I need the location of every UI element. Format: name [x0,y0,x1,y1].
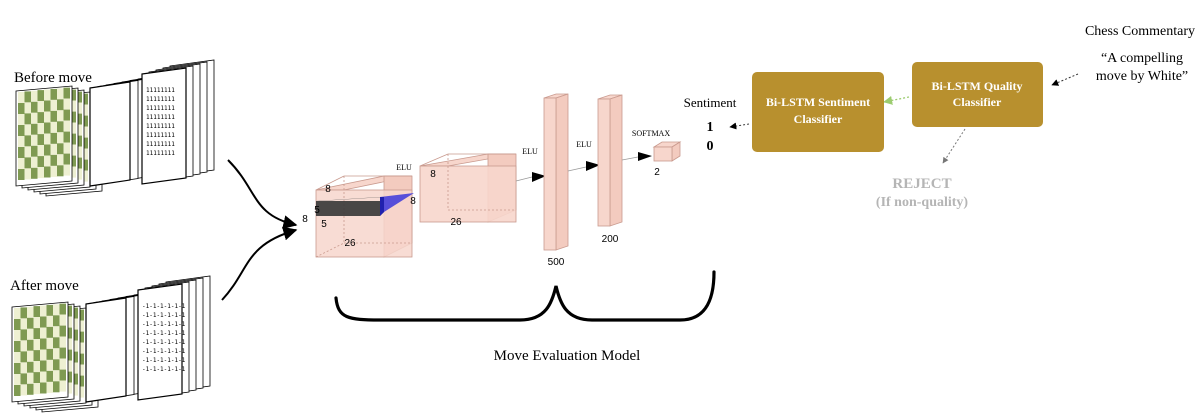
svg-text:11111111: 11111111 [146,114,175,121]
activation-1: ELU [396,163,412,172]
activation-4: SOFTMAX [632,129,670,138]
svg-text:11111111: 11111111 [146,87,175,94]
dense-500-label: 500 [548,257,565,268]
kernel-width-label: 5 [321,219,327,230]
svg-text:11111111: 11111111 [146,141,175,148]
dense500-to-dense200-arrowhead [586,161,600,171]
before-plane-0 [89,81,131,187]
svg-text:11111111: 11111111 [146,150,175,157]
before-move-input-stack: 0000000000000000000100000000000000100000… [15,59,215,197]
after-merge-arrow [221,226,298,301]
quality-to-sentiment-arrow [883,95,910,105]
reject-label: REJECT [892,176,951,192]
before-move-label: Before move [14,70,92,86]
svg-text:-1-1-1-1-1-1: -1-1-1-1-1-1 [142,330,186,337]
source-quote-line1: “A compelling [1101,51,1183,66]
before-board-0 [15,85,73,187]
sentiment-positive: 1 [707,120,714,135]
sentiment-negative: 0 [707,139,714,154]
output-units-label: 2 [654,167,660,178]
model-caption: Move Evaluation Model [494,348,641,364]
before-merge-arrow [227,159,298,230]
source-quote-line2: move by White” [1096,69,1188,84]
sentiment-output-arrow [729,122,750,130]
svg-text:11111111: 11111111 [146,105,175,112]
conv2-height-label: 8 [430,169,436,180]
reject-arrow [942,128,966,164]
source-title: Chess Commentary [1085,24,1195,39]
kernel-depth-label: 8 [410,196,416,207]
quality-classifier-line1: Bi-LSTM Quality [931,79,1022,93]
svg-text:11111111: 11111111 [146,123,175,130]
svg-text:11111111: 11111111 [146,96,175,103]
svg-text:-1-1-1-1-1-1: -1-1-1-1-1-1 [142,303,186,310]
dense200-to-output-line [621,156,639,161]
reject-condition: (If non-quality) [876,195,969,210]
activation-2: ELU [522,147,538,156]
after-move-input-stack: 0000000000000000000100000000000000000000… [11,275,211,413]
activation-3: ELU [576,140,592,149]
after-state-plane-0: -1-1-1-1-1-1 -1-1-1-1-1-1 -1-1-1-1-1-1 -1-1… [137,283,186,401]
input-depth-label: 8 [302,214,308,225]
output-layer [652,141,682,162]
model-brace [334,270,716,322]
svg-text:-1-1-1-1-1-1: -1-1-1-1-1-1 [142,321,186,328]
dense-500-layer [543,93,569,251]
svg-text:-1-1-1-1-1-1: -1-1-1-1-1-1 [142,348,186,355]
kernel-height-label: 5 [314,205,320,216]
svg-text:-1-1-1-1-1-1: -1-1-1-1-1-1 [142,312,186,319]
svg-text:-1-1-1-1-1-1: -1-1-1-1-1-1 [142,366,186,373]
dense-200-label: 200 [602,234,619,245]
svg-text:-1-1-1-1-1-1: -1-1-1-1-1-1 [142,357,186,364]
dense-200-layer [597,94,623,227]
conv-kernel [316,193,414,216]
svg-text:11111111: 11111111 [146,132,175,139]
sentiment-classifier-box: Bi-LSTM Sentiment Classifier [752,72,884,152]
after-move-label: After move [10,278,79,294]
sentiment-label: Sentiment [684,95,737,110]
conv2-to-dense-line [515,176,533,182]
svg-text:-1-1-1-1-1-1: -1-1-1-1-1-1 [142,339,186,346]
quality-classifier-line2: Classifier [953,95,1002,109]
conv2-width-label: 26 [450,217,462,228]
input-width-label: 26 [344,238,356,249]
after-board-0 [11,301,69,403]
sentiment-classifier-line2: Classifier [794,112,843,126]
dense200-to-output-arrowhead [638,152,652,161]
dense500-to-dense200-line [567,166,587,172]
commentary-arrow [1051,73,1079,86]
before-state-plane-0: 11111111 11111111 11111111 11111111 11111111… [141,67,187,185]
quality-classifier-box: Bi-LSTM Quality Classifier [912,62,1043,127]
kernel-projection [380,193,414,216]
conv2-volume-block [419,153,517,223]
sentiment-classifier-line1: Bi-LSTM Sentiment [766,95,870,109]
input-height-label: 8 [325,184,331,195]
after-plane-0 [85,297,127,403]
conv2-to-dense-arrowhead [532,172,546,182]
